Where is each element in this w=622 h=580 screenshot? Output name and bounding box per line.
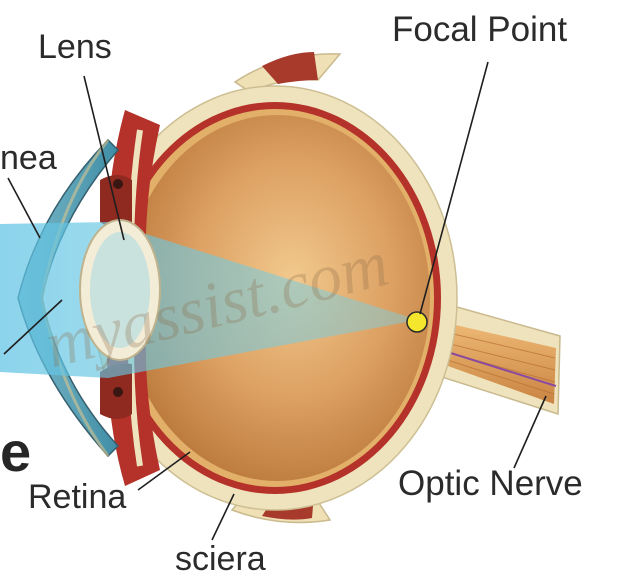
label-focal-point: Focal Point	[392, 12, 567, 47]
label-optic-nerve: Optic Nerve	[398, 466, 583, 501]
label-lens: Lens	[38, 30, 112, 64]
focal-point-dot	[407, 312, 427, 332]
optic-nerve-leader	[514, 396, 546, 468]
label-edge-letter: e	[0, 424, 31, 480]
label-sclera: sciera	[175, 542, 266, 576]
label-retina: Retina	[28, 480, 126, 514]
label-cornea: nea	[0, 141, 57, 175]
